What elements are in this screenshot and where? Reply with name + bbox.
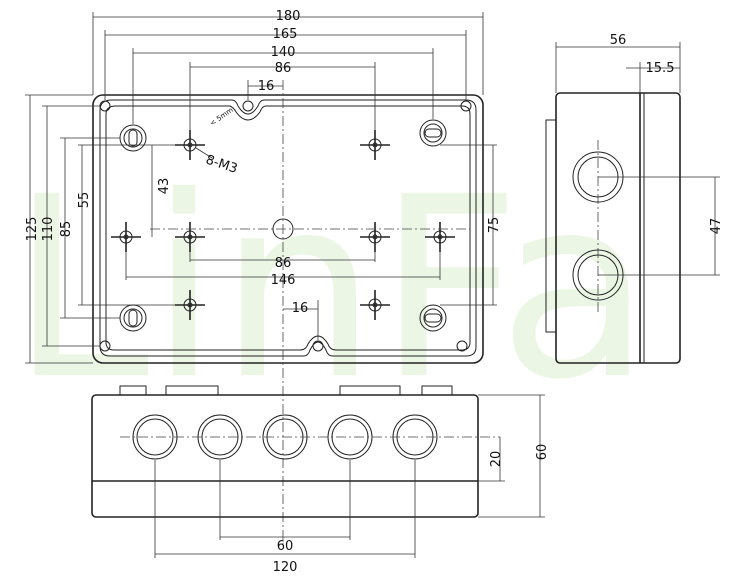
dim-knockout-spacing-side: 47 (709, 218, 724, 235)
front-outline (91, 394, 479, 518)
dim-height-mount-outer: 55 (77, 192, 92, 209)
mount-cross (111, 222, 141, 252)
top-view (92, 80, 484, 545)
side-view (545, 42, 720, 364)
corner-hole (460, 100, 472, 112)
dim-width-bosses: 140 (271, 45, 296, 60)
dim-width-mount-top: 86 (275, 61, 292, 76)
top-outer-outline (92, 94, 484, 364)
dim-height-bosses: 85 (59, 221, 74, 238)
mount-cross (175, 290, 205, 320)
top-vertical-dims (25, 94, 497, 364)
corner-hole (99, 100, 111, 112)
dim-depth-overall: 56 (610, 33, 627, 48)
dim-height-mount-right: 75 (487, 217, 502, 234)
top-horizontal-dims (92, 12, 484, 340)
dim-width-overall: 180 (276, 9, 301, 24)
dim-width-mount-mid: 86 (275, 256, 292, 271)
dim-height-holes: 110 (41, 217, 56, 242)
dim-knockout-spacing-inner: 60 (277, 539, 294, 554)
dim-lid-depth: 15.5 (646, 61, 675, 76)
mount-cross (175, 130, 205, 160)
top-inner-outline-b (105, 105, 471, 351)
corner-hole (456, 340, 468, 352)
dim-notch-offset-top: 16 (258, 79, 275, 94)
mount-cross (360, 222, 390, 252)
dim-height-mount-offset: 43 (157, 178, 172, 195)
dim-front-height: 60 (535, 444, 550, 461)
side-flange (545, 119, 557, 333)
mount-cross (360, 130, 390, 160)
slot-boss (419, 119, 447, 147)
mount-cross (175, 222, 205, 252)
watermark: LinFa (10, 143, 651, 434)
notch-hole (312, 340, 324, 352)
dim-knockout-spacing-outer: 120 (273, 560, 298, 575)
dim-width-mount-outer: 146 (271, 273, 296, 288)
front-view (91, 385, 545, 558)
depth-callout: < 5mm (209, 106, 235, 128)
dim-width-holes: 165 (273, 27, 298, 42)
top-inner-outline-a (99, 99, 477, 357)
dim-height-overall: 125 (25, 217, 40, 242)
slot-boss (119, 124, 147, 152)
slot-boss (419, 304, 447, 332)
dim-notch-offset-bottom: 16 (292, 301, 309, 316)
dim-knockout-height: 20 (489, 451, 504, 468)
mount-cross (360, 290, 390, 320)
screw-leader (195, 147, 213, 159)
notch-hole (242, 100, 254, 112)
mount-cross (425, 222, 455, 252)
